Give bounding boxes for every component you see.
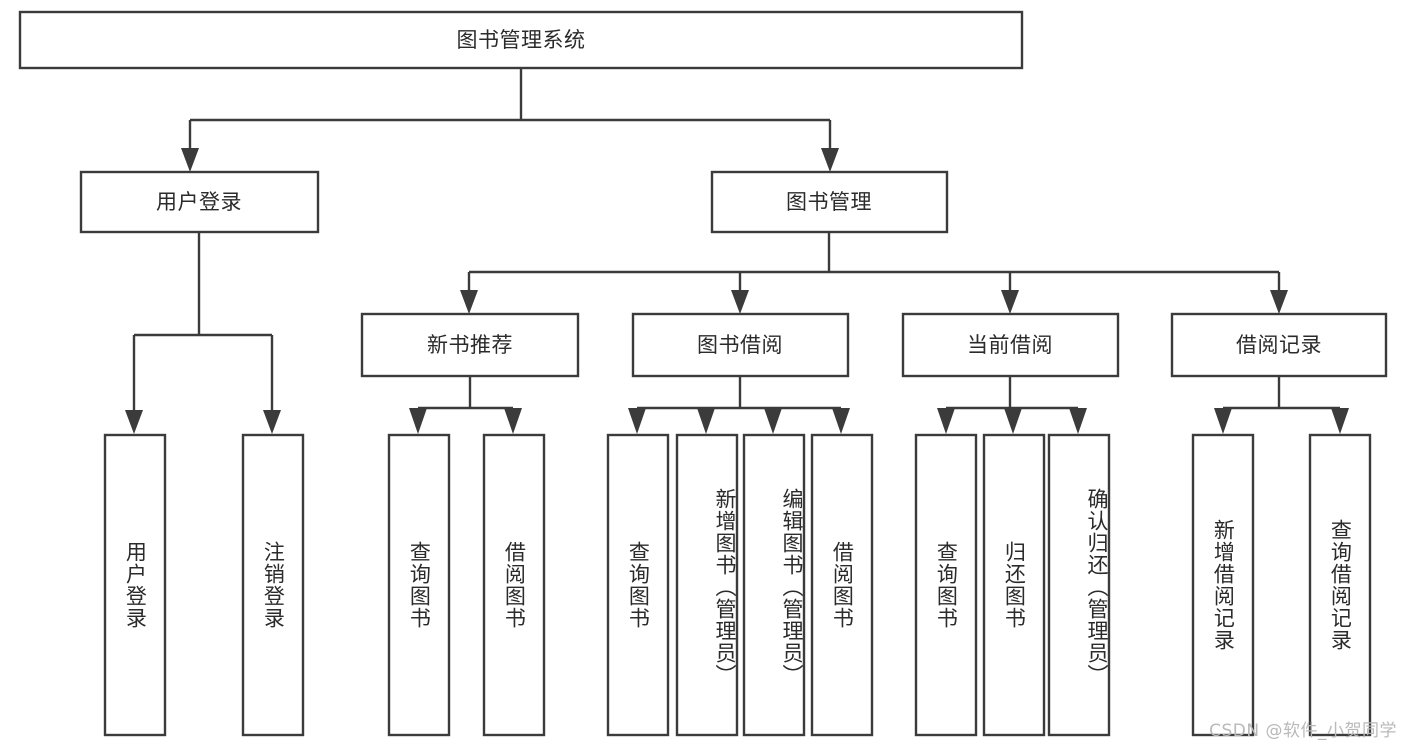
- borrow-record-label: 借阅记录: [1236, 333, 1322, 357]
- arrow-head-icon: [832, 408, 850, 434]
- node-user-login[interactable]: 用户登录: [79, 170, 320, 234]
- arrow-head-icon: [1001, 290, 1019, 314]
- leaf-box-borrow-book-2[interactable]: [810, 433, 874, 737]
- book-borrow-label: 图书借阅: [697, 333, 783, 357]
- connector-book-manage-to-level3: [460, 232, 1288, 314]
- leaf-box-query-book-2[interactable]: [606, 433, 670, 737]
- leaf-box-add-book[interactable]: [675, 433, 739, 737]
- leaf-box-query-record[interactable]: [1308, 433, 1372, 737]
- arrow-head-icon: [1004, 408, 1022, 434]
- arrow-head-icon: [697, 408, 715, 434]
- watermark-text: CSDN @软件_小贺同学: [1209, 721, 1397, 741]
- arrow-head-icon: [1331, 408, 1349, 434]
- arrow-head-icon: [1214, 408, 1232, 434]
- node-book-borrow[interactable]: 图书借阅: [631, 312, 850, 378]
- arrow-head-icon: [731, 290, 749, 314]
- leaf-box-return-book[interactable]: [982, 433, 1046, 737]
- node-book-manage[interactable]: 图书管理: [710, 170, 949, 234]
- leaf-box-edit-book[interactable]: [742, 433, 806, 737]
- node-borrow-record[interactable]: 借阅记录: [1170, 312, 1388, 378]
- arrow-head-icon: [764, 408, 782, 434]
- leaf-box-user-logout[interactable]: [241, 433, 305, 737]
- leaf-box-confirm-return[interactable]: [1047, 433, 1111, 737]
- connector-borrow-record-to-leaves: [1214, 376, 1349, 434]
- arrow-head-icon: [263, 410, 281, 434]
- root-box[interactable]: [18, 10, 1024, 70]
- arrow-head-icon: [460, 290, 478, 314]
- leaf-box-user-login[interactable]: [103, 433, 167, 737]
- current-borrow-label: 当前借阅: [967, 333, 1053, 357]
- user-login-label: 用户登录: [156, 190, 242, 214]
- node-current-borrow[interactable]: 当前借阅: [901, 312, 1120, 378]
- user-login-box[interactable]: [79, 170, 320, 234]
- arrow-head-icon: [937, 408, 955, 434]
- current-borrow-box[interactable]: [901, 312, 1120, 378]
- connector-new-book-recommend-to-leaves: [409, 376, 522, 434]
- arrow-head-icon: [1069, 408, 1087, 434]
- node-new-book-recommend[interactable]: 新书推荐: [360, 312, 580, 378]
- arrow-head-icon: [409, 408, 427, 434]
- new-book-recommend-box[interactable]: [360, 312, 580, 378]
- arrow-head-icon: [504, 408, 522, 434]
- arrow-head-icon: [821, 148, 839, 172]
- arrow-head-icon: [125, 410, 143, 434]
- arrow-head-icon: [628, 408, 646, 434]
- connector-root-to-level2: [181, 68, 839, 172]
- connector-current-borrow-to-leaves: [937, 376, 1087, 434]
- connector-book-borrow-to-leaves: [628, 376, 850, 434]
- book-manage-label: 图书管理: [786, 190, 872, 214]
- node-root[interactable]: 图书管理系统: [18, 10, 1024, 70]
- arrow-head-icon: [181, 148, 199, 172]
- arrow-head-icon: [1270, 290, 1288, 314]
- leaf-box-add-record[interactable]: [1191, 433, 1255, 737]
- leaf-box-query-book-3[interactable]: [914, 433, 978, 737]
- new-book-recommend-label: 新书推荐: [427, 333, 513, 357]
- connector-user-login-to-leaves: [125, 232, 281, 434]
- leaf-box-query-book-1[interactable]: [387, 433, 451, 737]
- leaf-box-borrow-book-1[interactable]: [482, 433, 546, 737]
- root-label: 图书管理系统: [457, 28, 586, 52]
